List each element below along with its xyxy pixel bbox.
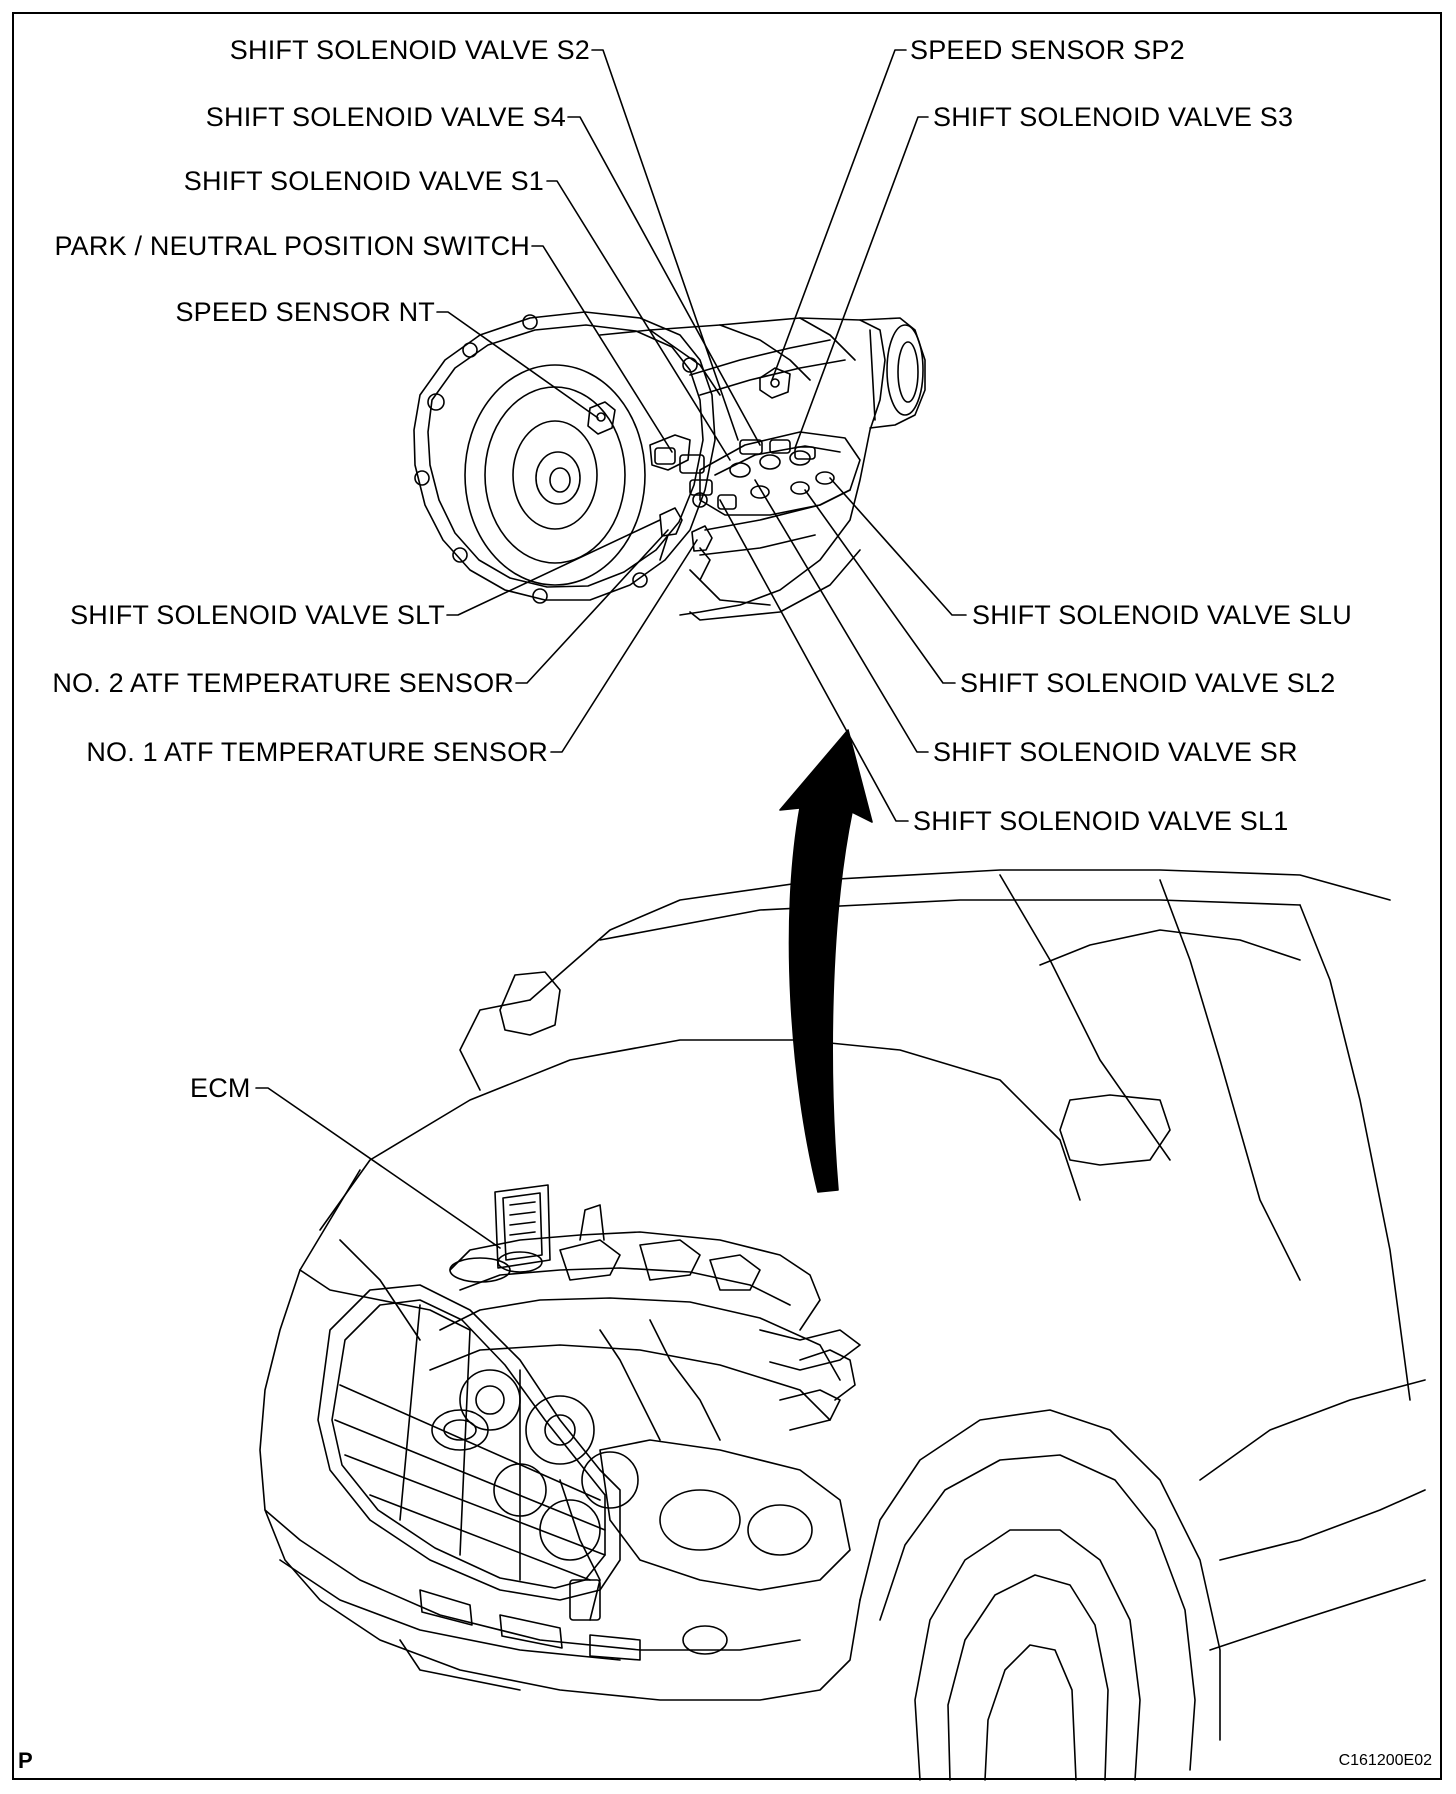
label-shift-solenoid-valve-sl1: SHIFT SOLENOID VALVE SL1 — [913, 806, 1289, 836]
label-shift-solenoid-valve-s1: SHIFT SOLENOID VALVE S1 — [183, 166, 544, 196]
transmission-drawing — [413, 311, 926, 621]
vehicle-drawing — [259, 869, 1426, 1781]
location-arrow — [779, 729, 873, 1193]
figure-code: C161200E02 — [1338, 1752, 1432, 1769]
leader-lines — [255, 49, 967, 1249]
engine-drawing — [429, 1184, 861, 1621]
corner-mark: P — [18, 1748, 33, 1773]
label-speed-sensor-sp2: SPEED SENSOR SP2 — [910, 35, 1185, 65]
diagram-frame — [12, 12, 1442, 1780]
label-speed-sensor-nt: SPEED SENSOR NT — [175, 297, 435, 327]
label-ecm: ECM — [190, 1073, 251, 1103]
label-park-neutral-position-switch: PARK / NEUTRAL POSITION SWITCH — [54, 231, 530, 261]
label-shift-solenoid-valve-s3: SHIFT SOLENOID VALVE S3 — [933, 102, 1294, 132]
label-shift-solenoid-valve-s4: SHIFT SOLENOID VALVE S4 — [205, 102, 566, 132]
label-shift-solenoid-valve-slu: SHIFT SOLENOID VALVE SLU — [972, 600, 1352, 630]
label-shift-solenoid-valve-sr: SHIFT SOLENOID VALVE SR — [933, 737, 1298, 767]
label-no1-atf-temperature-sensor: NO. 1 ATF TEMPERATURE SENSOR — [86, 737, 548, 767]
label-shift-solenoid-valve-slt: SHIFT SOLENOID VALVE SLT — [70, 600, 445, 630]
label-shift-solenoid-valve-s2: SHIFT SOLENOID VALVE S2 — [229, 35, 590, 65]
label-no2-atf-temperature-sensor: NO. 2 ATF TEMPERATURE SENSOR — [52, 668, 514, 698]
label-shift-solenoid-valve-sl2: SHIFT SOLENOID VALVE SL2 — [960, 668, 1336, 698]
